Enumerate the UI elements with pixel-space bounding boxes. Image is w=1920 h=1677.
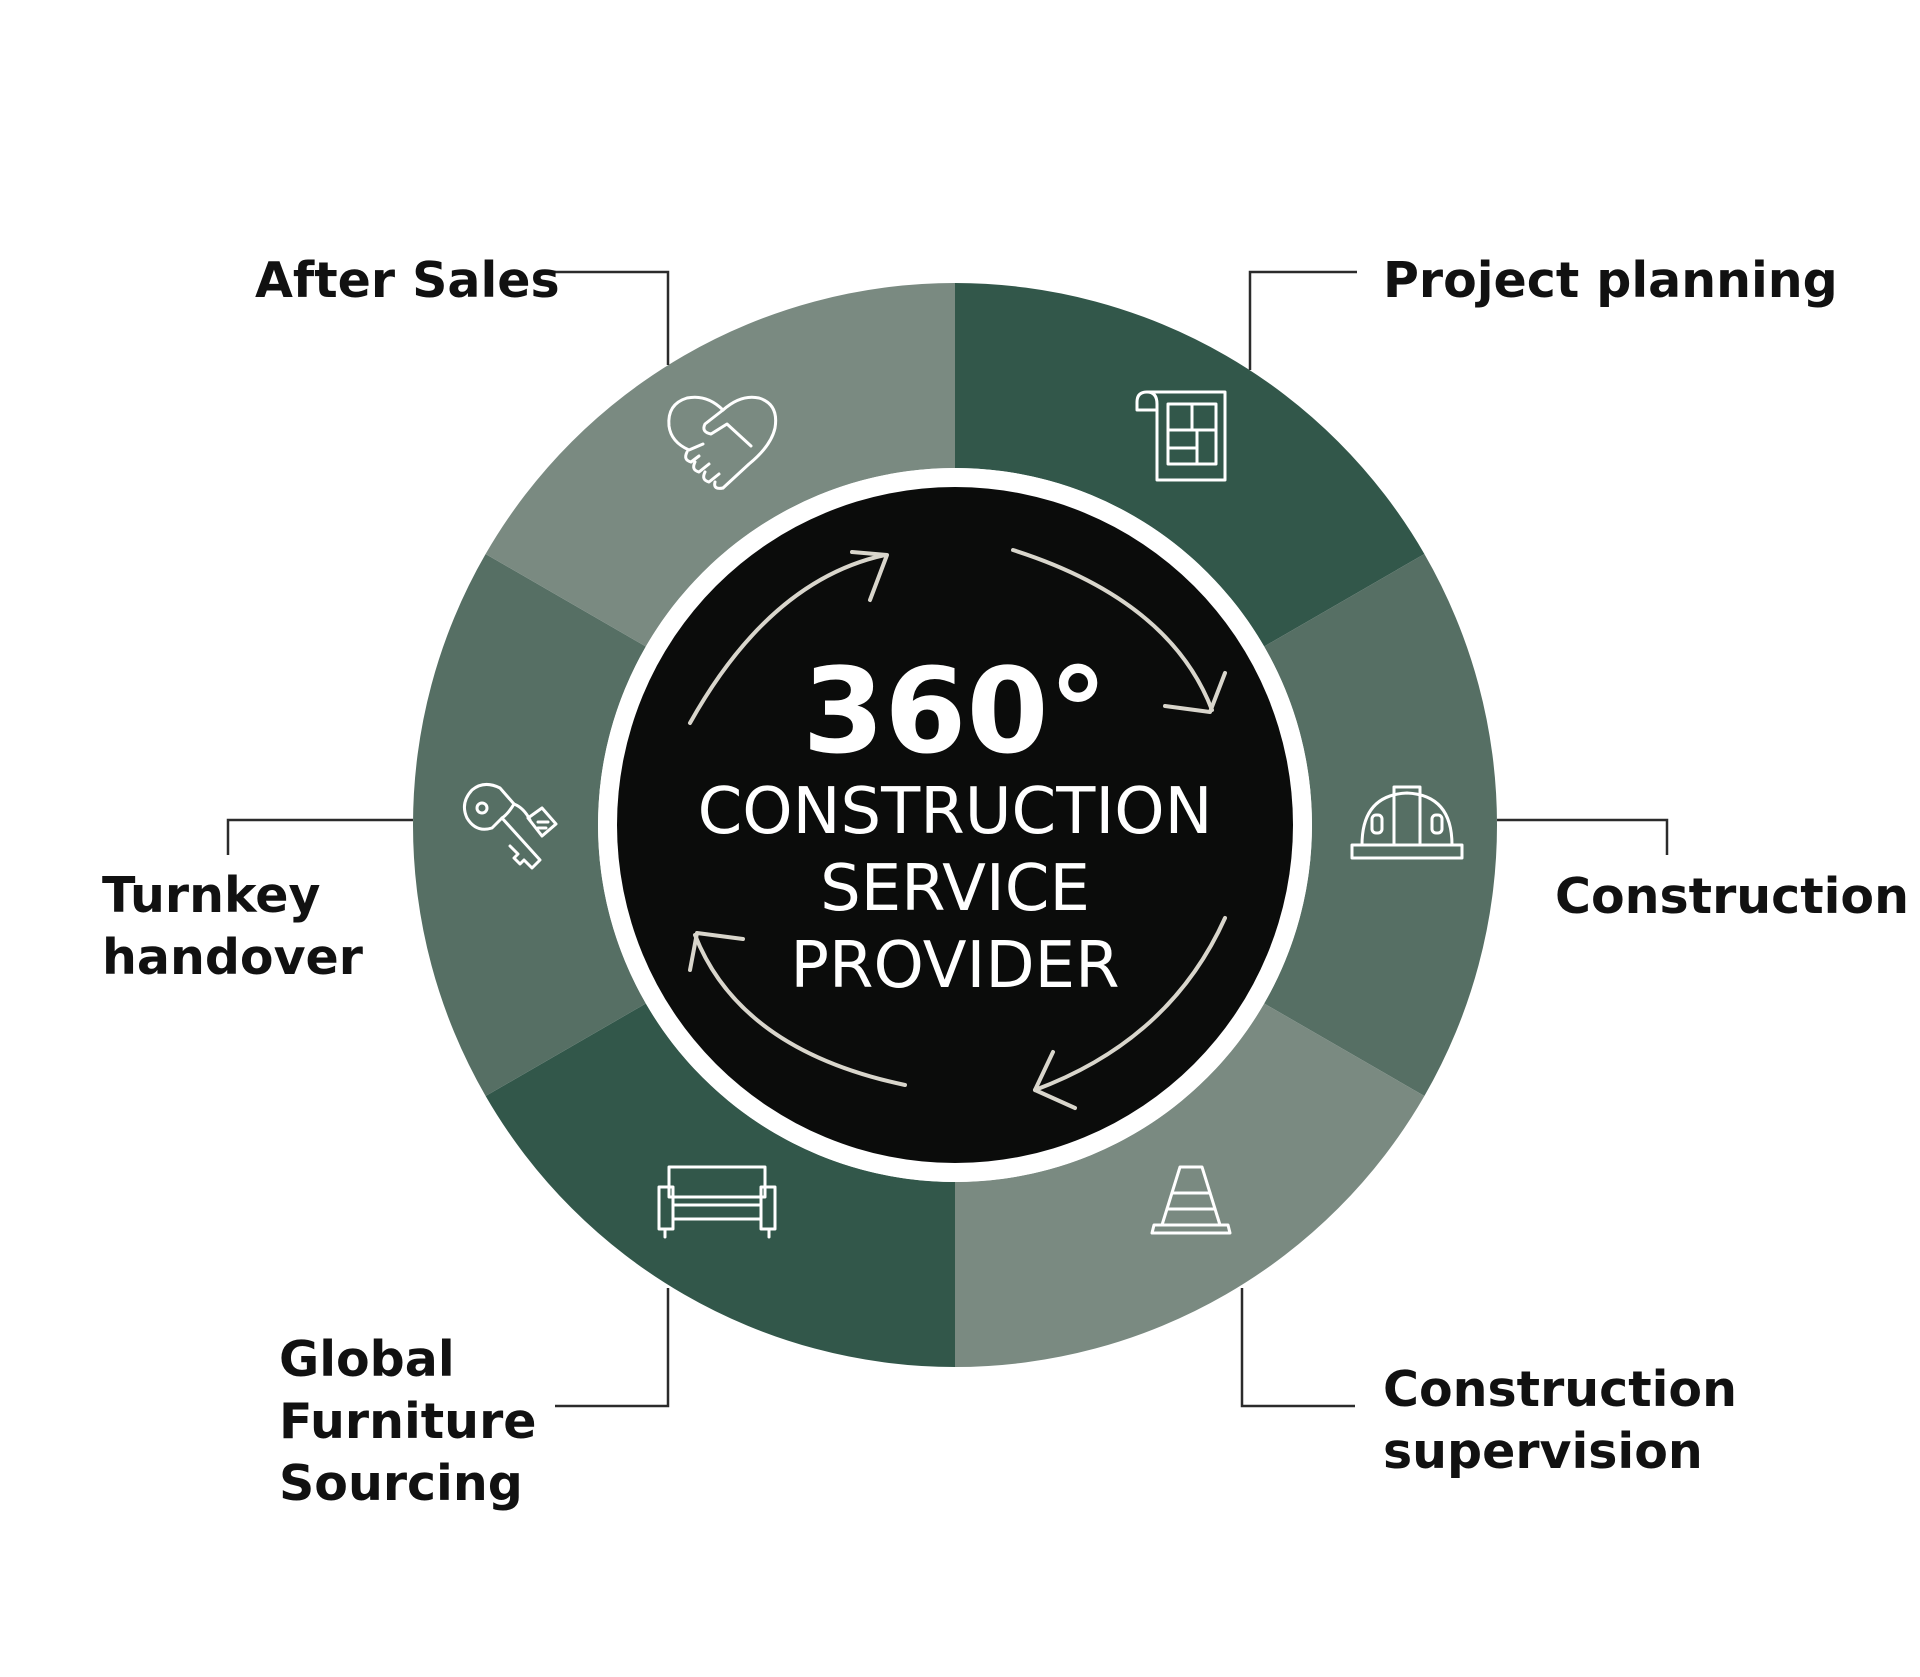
- cycle-arrow-bottom-right-head: [1033, 1050, 1077, 1110]
- segment-turnkey-handover: [413, 554, 646, 1096]
- label-construction: Construction: [1555, 868, 1909, 925]
- center-disc: [617, 487, 1293, 1163]
- key-icon: [462, 783, 558, 870]
- label-construction-supervision-line-1: Construction: [1383, 1361, 1737, 1418]
- center-headline: 360°: [802, 642, 1107, 780]
- leader-project-planning: [1248, 270, 1357, 370]
- label-project-planning: Project planning: [1383, 252, 1838, 309]
- hard-hat-icon: [1350, 785, 1464, 860]
- leader-turnkey-handover: [226, 818, 413, 855]
- label-global-furniture-sourcing-line-2: Furniture: [279, 1393, 536, 1450]
- sofa-icon: [657, 1165, 777, 1239]
- leader-global-furniture-sourcing: [555, 1288, 670, 1408]
- segment-global-furniture-sourcing: [485, 1003, 955, 1367]
- leader-after-sales: [555, 270, 670, 365]
- cycle-arrow-top-right-head: [1163, 671, 1227, 714]
- label-construction-supervision-line-2: supervision: [1383, 1423, 1703, 1480]
- cycle-arrow-top-right: [1011, 548, 1214, 712]
- center-line-1: CONSTRUCTION: [698, 775, 1213, 849]
- cycle-arrow-top-left: [688, 553, 887, 725]
- cycle-arrow-bottom-right: [1033, 916, 1227, 1092]
- cycle-arrow-bottom-left: [693, 933, 907, 1087]
- segment-after-sales: [485, 283, 955, 647]
- label-after-sales: After Sales: [255, 252, 560, 309]
- center-line-2: SERVICE: [820, 852, 1090, 926]
- leader-construction: [1497, 818, 1669, 855]
- cycle-arrow-bottom-left-head: [688, 931, 745, 972]
- center-title: 360° CONSTRUCTION SERVICE PROVIDER: [698, 642, 1213, 1003]
- leader-lines: [226, 270, 1669, 1408]
- leader-construction-supervision: [1240, 1288, 1355, 1408]
- traffic-cone-icon: [1150, 1165, 1232, 1235]
- cycle-arrows: [688, 548, 1227, 1110]
- blueprint-icon: [1135, 390, 1227, 482]
- cycle-arrow-top-left-head: [850, 550, 889, 602]
- label-global-furniture-sourcing-line-1: Global: [279, 1331, 455, 1388]
- label-global-furniture-sourcing-line-3: Sourcing: [279, 1455, 523, 1512]
- segment-construction-supervision: [955, 1003, 1425, 1367]
- handshake-icon: [667, 395, 778, 490]
- label-turnkey-handover-line-2: handover: [102, 929, 364, 986]
- label-turnkey-handover-line-1: Turnkey: [102, 867, 320, 924]
- center-line-3: PROVIDER: [790, 929, 1119, 1003]
- stage-labels: Project planning Construction Constructi…: [102, 252, 1909, 1512]
